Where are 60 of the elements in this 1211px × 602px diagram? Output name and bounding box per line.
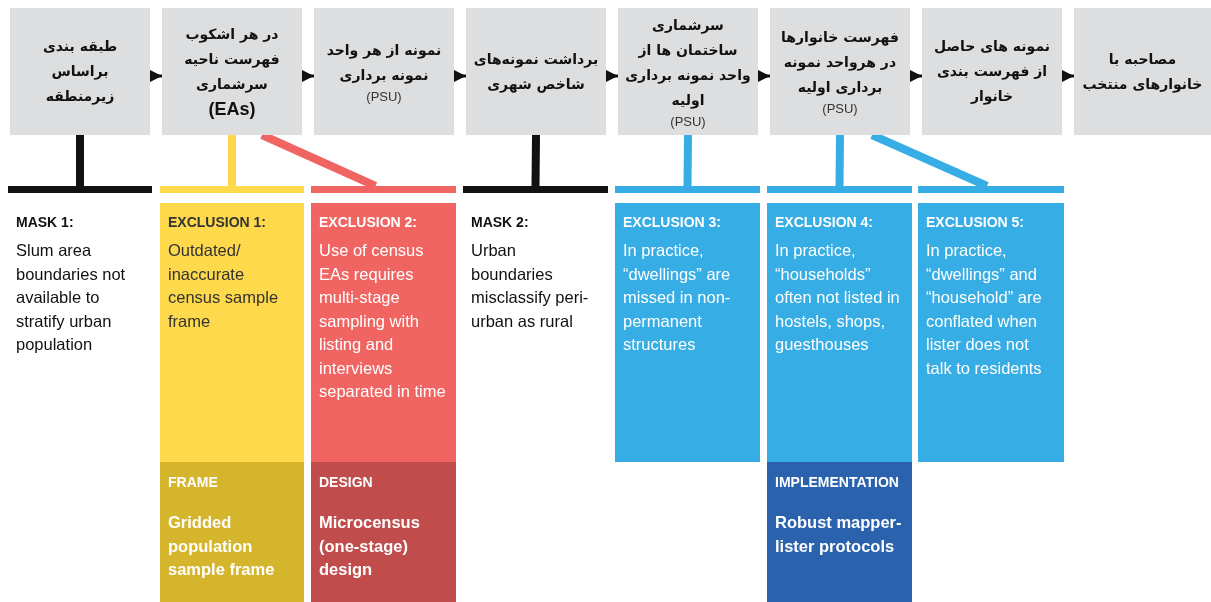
panel-heading: EXCLUSION 4: — [775, 214, 874, 231]
unit-label: (EAs) — [207, 98, 257, 121]
flow-arrow — [150, 70, 162, 82]
step-box — [618, 8, 758, 135]
connector-line — [683, 134, 692, 187]
step-label: نمونه های حاصل از فهرست بندی خانوار — [932, 37, 1052, 107]
flow-arrow — [606, 70, 618, 82]
panel-text: Use of census EAs requires multi-stage sampling with listing and interviews separated in time — [319, 240, 447, 402]
exclusion-panel — [311, 186, 456, 462]
panel-heading: EXCLUSION 2: — [319, 214, 418, 231]
connector-line — [76, 135, 84, 186]
panel-text: In practice, “dwellings” and “household” are conflated when lister does not talk to residents — [926, 240, 1043, 379]
flow-arrow — [302, 70, 314, 82]
panel-heading: EXCLUSION 1: — [168, 214, 267, 231]
solution-panel — [160, 462, 304, 602]
panel-text: Robust mapper-lister protocols — [775, 512, 903, 557]
panel-text: Microcensus (one-stage) design — [319, 512, 421, 580]
flow-arrow — [910, 70, 922, 82]
flow-arrow — [454, 70, 466, 82]
panel-heading: DESIGN — [319, 474, 374, 491]
step-box — [922, 8, 1062, 135]
panel-text: In practice, “dwellings” are missed in non-permanent structures — [623, 240, 732, 355]
panel-heading: MASK 1: — [16, 214, 75, 231]
panel-text: Outdated/ inaccurate census sample frame — [168, 240, 280, 332]
flow-arrow — [758, 70, 770, 82]
exclusion-panel — [767, 186, 912, 462]
panel-text: Gridded population sample frame — [168, 512, 276, 580]
step-label: سرشماری ساختمان ها از واحد نمونه برداری اولیه — [624, 15, 752, 111]
connector-line — [531, 134, 540, 187]
unit-label: (PSU) — [669, 112, 707, 131]
step-box — [466, 8, 606, 135]
step-box — [1074, 8, 1211, 135]
panel-heading: EXCLUSION 3: — [623, 214, 722, 231]
solution-panel — [311, 462, 456, 602]
panel-heading: IMPLEMENTATION — [775, 474, 900, 491]
step-box — [162, 8, 302, 135]
step-box — [770, 8, 910, 135]
exclusion-panel — [160, 186, 304, 462]
connector-line — [835, 134, 844, 187]
step-label: فهرست خانوارها در هرواحد نمونه برداری اولیه — [780, 28, 900, 98]
exclusion-panel — [918, 186, 1064, 462]
panel-heading: EXCLUSION 5: — [926, 214, 1025, 231]
panel-heading: FRAME — [168, 474, 219, 491]
panel-text: In practice, “households” often not listed in hostels, shops, guesthouses — [775, 240, 901, 355]
solution-panel — [767, 462, 912, 602]
step-label: نمونه از هر واحد نمونه برداری — [325, 40, 443, 86]
step-label: طبقه بندی براساس زیرمنطقه — [41, 37, 119, 107]
step-label: برداشت نمونه‌های شاخص شهری — [472, 49, 600, 95]
step-box — [314, 8, 454, 135]
panel-heading: MASK 2: — [471, 214, 530, 231]
flow-arrow — [1062, 70, 1074, 82]
exclusion-panel — [615, 186, 760, 462]
step-label: مصاحبه با خانوارهای منتخب — [1081, 49, 1204, 95]
step-label: در هر اشکوب فهرست ناحیه سرشماری — [183, 25, 281, 95]
panel-text: Slum area boundaries not available to stratify urban population — [16, 240, 127, 355]
panel-text: Urban boundaries misclassify peri-urban as rural — [471, 240, 590, 332]
unit-label: (PSU) — [365, 87, 403, 106]
connector-line — [228, 135, 236, 186]
step-box — [10, 8, 150, 135]
unit-label: (PSU) — [821, 100, 859, 118]
